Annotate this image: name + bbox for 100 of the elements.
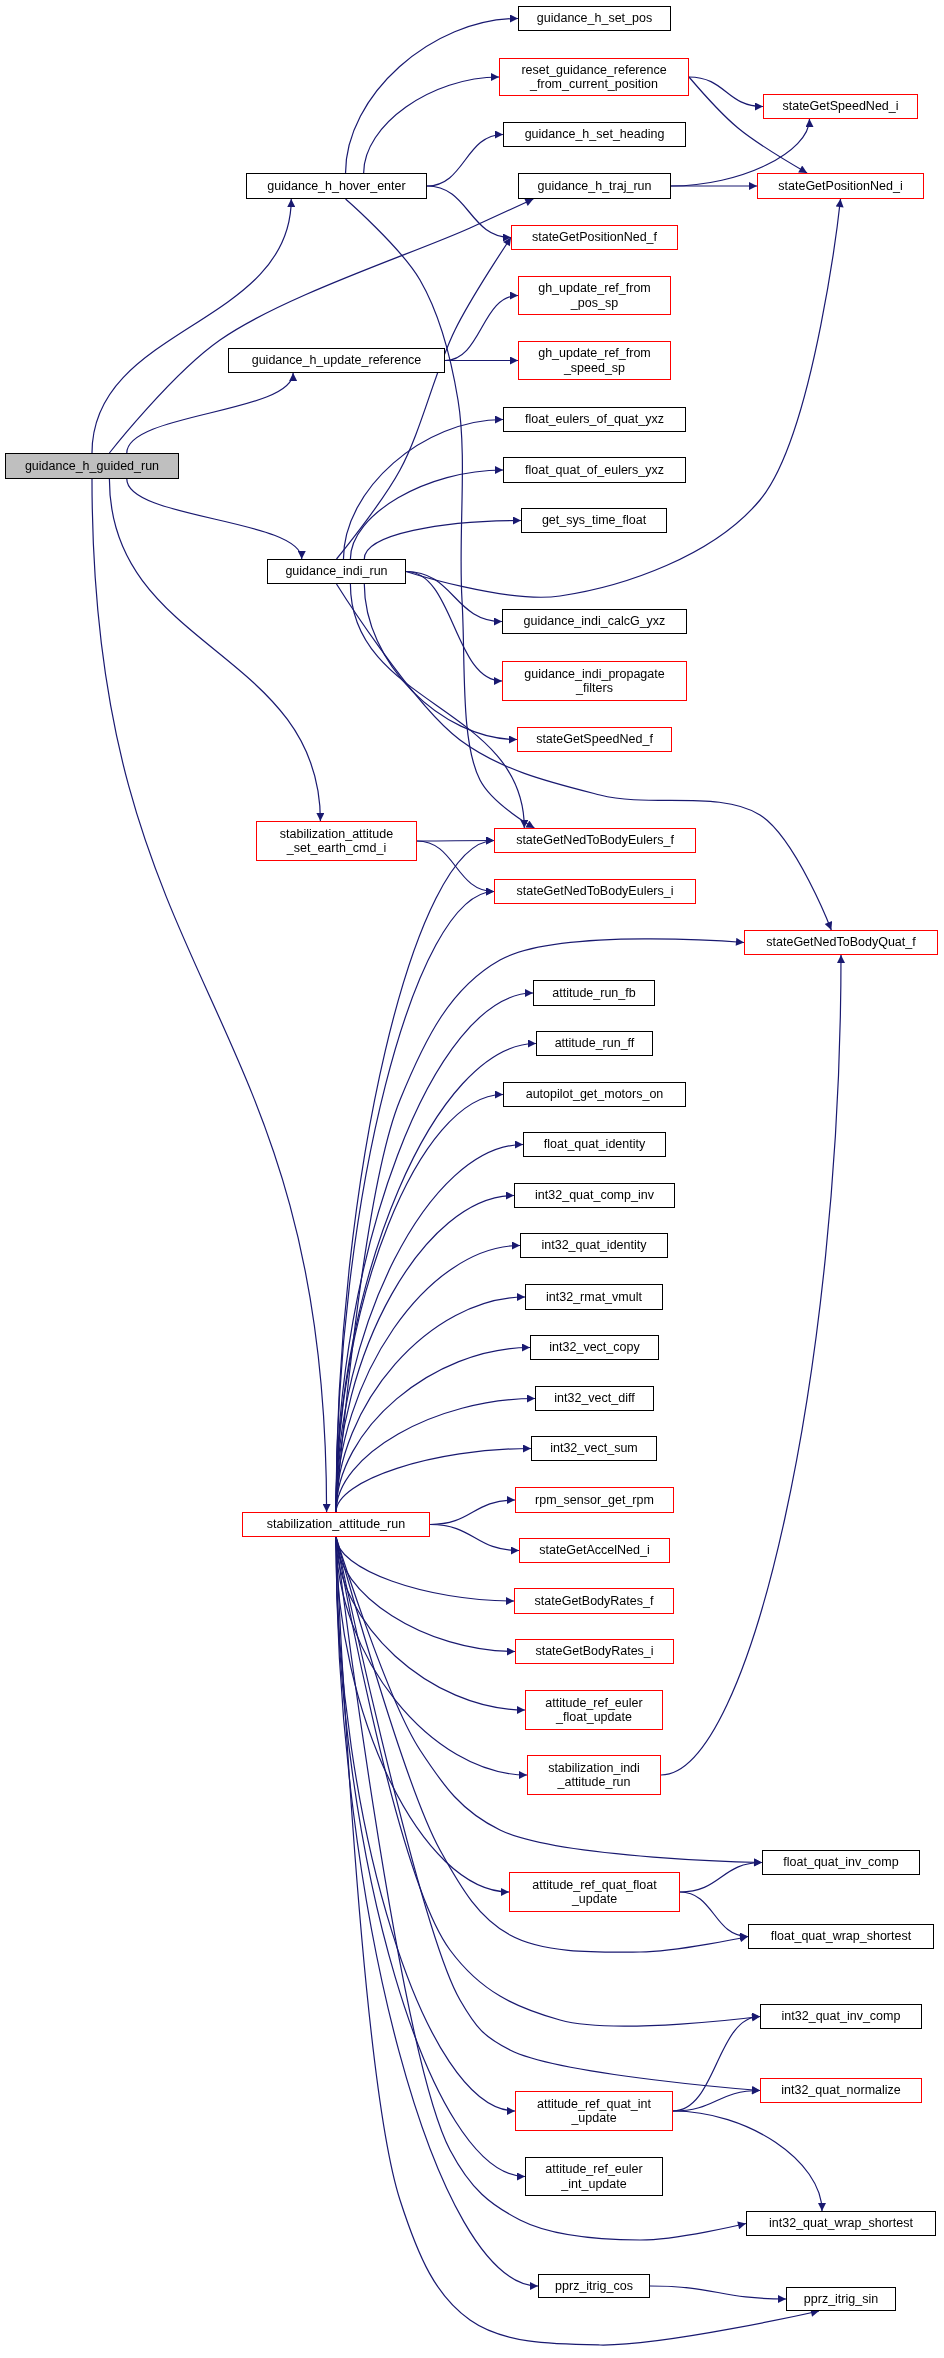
function-name: stateGetBodyRates_i xyxy=(535,1644,654,1659)
function-name: stateGetNedToBodyEulers_f xyxy=(516,833,674,848)
function-name: float_quat_identity xyxy=(543,1137,646,1152)
function-box xyxy=(525,2157,663,2196)
function-name: stateGetPositionNed_i xyxy=(778,178,903,194)
function-name: stateGetPositionNed_f xyxy=(531,230,658,245)
function-box xyxy=(533,980,655,1006)
function-box xyxy=(518,341,671,380)
function-name: reset_guidance_reference _from_current_position xyxy=(520,62,668,92)
function-name: guidance_h_hover_enter xyxy=(267,178,406,194)
function-box xyxy=(256,821,417,861)
call-arrow xyxy=(349,466,504,560)
function-name: attitude_ref_quat_float _update xyxy=(531,1877,658,1907)
function-box xyxy=(515,1639,674,1664)
call-arrow xyxy=(91,478,331,1513)
call-arrow xyxy=(426,131,504,187)
function-box xyxy=(517,727,672,752)
function-name: guidance_h_update_reference xyxy=(251,353,422,368)
function-box xyxy=(514,1588,674,1614)
call-arrow xyxy=(405,198,844,598)
call-arrow xyxy=(126,372,295,454)
function-box xyxy=(5,453,179,479)
function-name: stabilization_attitude _set_earth_cmd_i xyxy=(278,826,395,856)
function-box xyxy=(502,609,687,634)
call-arrow xyxy=(349,583,528,829)
call-arrow xyxy=(335,1344,531,1513)
call-arrow xyxy=(108,478,324,822)
function-box xyxy=(267,559,406,584)
function-name: guidance_indi_calcG_yxz xyxy=(523,614,666,629)
call-arrow xyxy=(444,356,519,365)
function-name: int32_quat_wrap_shortest xyxy=(769,2216,913,2231)
function-name: guidance_h_traj_run xyxy=(537,178,652,194)
function-name: rpm_sensor_get_rpm xyxy=(535,1492,654,1508)
call-arrow xyxy=(660,954,845,1776)
function-box xyxy=(515,2091,673,2131)
function-name: int32_vect_sum xyxy=(550,1441,638,1456)
function-name: stabilization_indi _attitude_run xyxy=(547,1760,641,1790)
function-box xyxy=(762,1850,920,1875)
call-arrow xyxy=(335,1394,536,1513)
function-name: stateGetNedToBodyEulers_i xyxy=(516,884,674,899)
function-box xyxy=(503,407,686,432)
function-name: attitude_ref_euler _float_update xyxy=(544,1695,644,1725)
function-name: stateGetSpeedNed_f xyxy=(536,732,653,747)
function-name: stateGetAccelNed_i xyxy=(539,1543,650,1558)
call-arrow xyxy=(363,583,518,743)
function-box xyxy=(786,2287,896,2311)
function-name: pprz_itrig_sin xyxy=(803,2291,879,2307)
call-arrow xyxy=(363,73,500,174)
function-box xyxy=(514,1183,675,1208)
function-box xyxy=(518,6,671,31)
function-box xyxy=(530,1335,659,1360)
function-name: int32_vect_diff xyxy=(554,1391,635,1406)
call-arrow xyxy=(405,570,503,684)
function-box xyxy=(746,2211,936,2236)
function-box xyxy=(518,173,671,199)
function-box xyxy=(535,1386,654,1411)
function-name: int32_quat_identity xyxy=(541,1238,647,1253)
call-arrow xyxy=(672,2110,825,2212)
call-arrow xyxy=(344,15,519,174)
call-arrow xyxy=(363,516,522,560)
function-box xyxy=(503,457,686,483)
call-arrow xyxy=(108,198,534,454)
function-name: float_eulers_of_quat_yxz xyxy=(525,412,664,427)
function-box xyxy=(757,173,924,199)
function-box xyxy=(520,1233,668,1258)
function-box xyxy=(515,1487,674,1513)
function-name: guidance_h_guided_run xyxy=(24,458,160,474)
function-box xyxy=(503,1082,686,1107)
function-box xyxy=(518,276,671,315)
call-arrow xyxy=(688,76,764,110)
function-box xyxy=(246,173,427,199)
function-box xyxy=(519,1538,670,1563)
function-name: stateGetSpeedNed_i xyxy=(782,99,899,114)
function-name: pprz_itrig_cos xyxy=(555,2278,633,2294)
function-name: gh_update_ref_from _speed_sp xyxy=(537,346,652,375)
function-name: gh_update_ref_from _pos_sp xyxy=(537,281,652,310)
function-box xyxy=(523,1132,666,1157)
function-name: guidance_indi_propagate _filters xyxy=(523,666,666,696)
function-name: get_sys_time_float xyxy=(541,513,647,528)
call-arrow xyxy=(342,416,504,560)
function-name: float_quat_of_eulers_yxz xyxy=(525,462,664,478)
function-name: attitude_run_fb xyxy=(552,985,636,1001)
function-box xyxy=(509,1872,680,1912)
function-name: int32_vect_copy xyxy=(549,1340,640,1355)
function-name: attitude_ref_quat_int _update xyxy=(536,2096,652,2126)
call-arrow xyxy=(679,1891,749,1940)
function-name: attitude_run_ff xyxy=(554,1036,635,1051)
function-box xyxy=(503,122,686,147)
call-arrow xyxy=(688,76,808,174)
call-arrow xyxy=(426,185,512,241)
function-name: stateGetNedToBodyQuat_f xyxy=(766,935,916,950)
function-name: int32_rmat_vmult xyxy=(546,1289,642,1305)
function-box xyxy=(760,2004,922,2029)
function-box xyxy=(536,1031,653,1056)
call-arrow xyxy=(335,236,512,560)
function-name: guidance_h_set_heading xyxy=(524,127,665,142)
call-arrow xyxy=(429,1523,520,1555)
function-name: int32_quat_comp_inv xyxy=(535,1188,654,1203)
function-box xyxy=(511,225,678,250)
function-name: float_quat_inv_comp xyxy=(783,1855,899,1870)
